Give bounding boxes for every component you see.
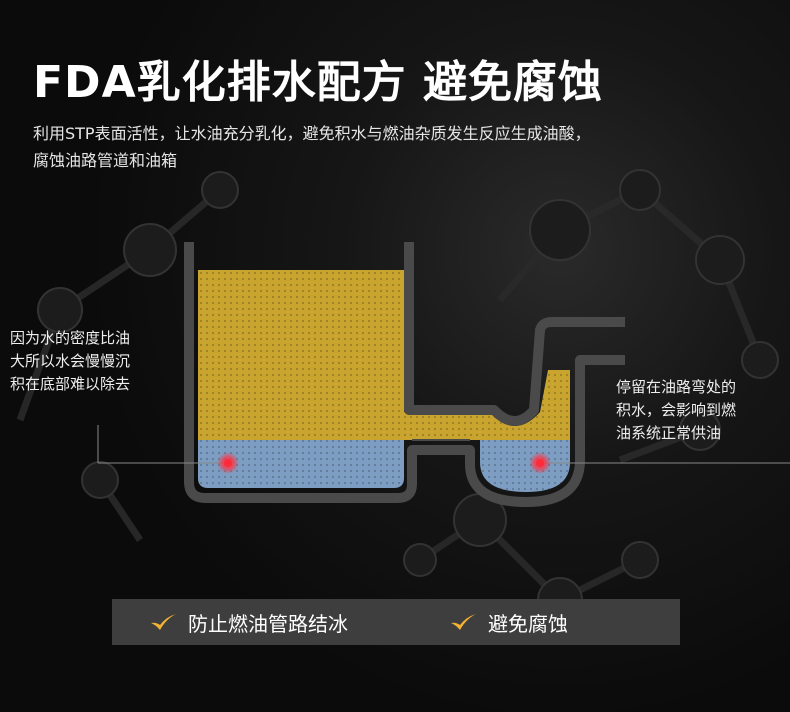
feature-label: 防止燃油管路结冰 [188,611,348,636]
left-annotation-line-1: 因为水的密度比油 [10,329,131,347]
left-annotation-line-3: 积在底部难以除去 [10,375,131,393]
right-annotation-line-1: 停留在油路弯处的 [616,378,737,396]
feature-anti-freeze: 防止燃油管路结冰 [148,599,348,645]
right-annotation: 停留在油路弯处的 积水，会影响到燃 油系统正常供油 [616,376,776,445]
check-icon [451,614,476,630]
description: 利用STP表面活性，让水油充分乳化，避免积水与燃油杂质发生反应生成油酸， 腐蚀油… [33,120,763,174]
left-annotation: 因为水的密度比油 大所以水会慢慢沉 积在底部难以除去 [10,327,180,396]
right-annotation-line-3: 油系统正常供油 [616,424,722,442]
feature-label: 避免腐蚀 [488,611,568,636]
feature-bar: 防止燃油管路结冰 避免腐蚀 [112,599,680,645]
left-annotation-line-2: 大所以水会慢慢沉 [10,352,131,370]
headline: FDA乳化排水配方 避免腐蚀 [33,57,603,108]
description-line-1: 利用STP表面活性，让水油充分乳化，避免积水与燃油杂质发生反应生成油酸， [33,124,591,143]
right-annotation-line-2: 积水，会影响到燃 [616,401,737,419]
description-line-2: 腐蚀油路管道和油箱 [33,151,178,170]
pipe-upper-wall [404,242,625,426]
feature-anti-corrosion: 避免腐蚀 [448,599,568,645]
tank-wall [184,242,625,507]
check-icon [151,614,176,630]
